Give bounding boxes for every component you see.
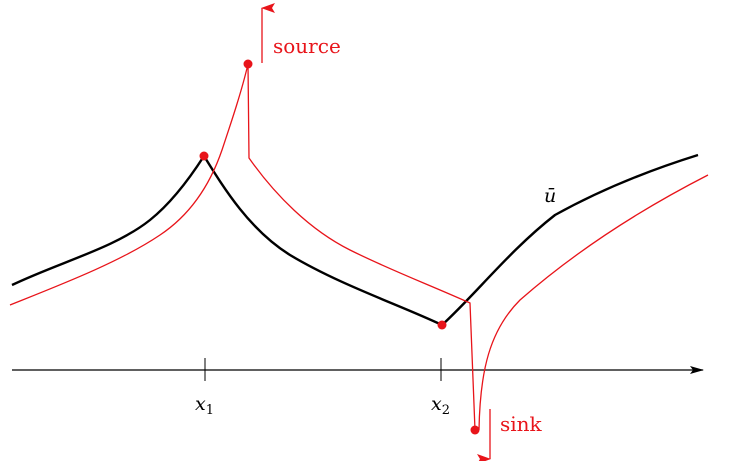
x1-label: x1 xyxy=(195,393,214,418)
point-min-x2 xyxy=(437,320,447,330)
x1-subscript: 1 xyxy=(206,403,214,418)
x1-main: x xyxy=(195,393,206,415)
x2-label: x2 xyxy=(431,393,450,418)
source-label: source xyxy=(273,34,341,58)
sink-label: sink xyxy=(500,412,543,436)
u-bar-curve xyxy=(11,153,699,327)
point-source-top xyxy=(243,59,253,69)
perturbed-curve xyxy=(9,63,476,431)
x2-subscript: 2 xyxy=(442,403,450,418)
point-sink-bottom xyxy=(470,425,480,435)
x2-main: x xyxy=(431,393,442,415)
u-bar-label: ū xyxy=(544,185,556,207)
point-peak-x1 xyxy=(199,151,209,161)
perturbed-curve-right xyxy=(478,174,709,431)
